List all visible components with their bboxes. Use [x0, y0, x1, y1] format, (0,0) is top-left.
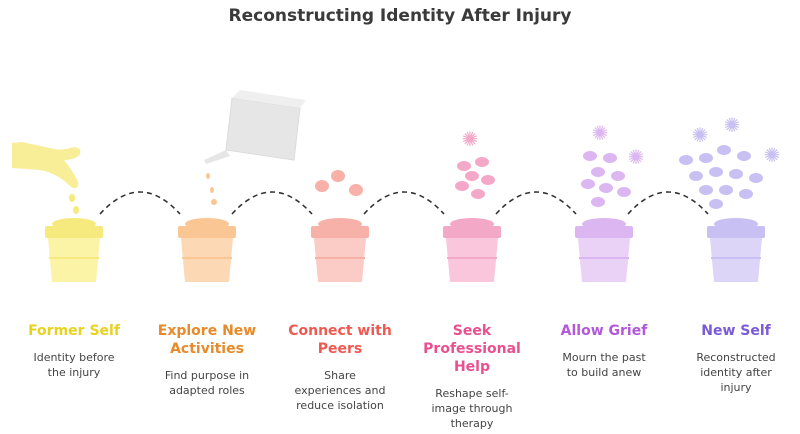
- pot-rim: [178, 226, 236, 238]
- stage-heading: Former Self: [28, 323, 120, 339]
- pot-body: [710, 238, 762, 282]
- pot-body: [181, 238, 233, 282]
- stage-description: Find purpose in adapted roles: [164, 369, 250, 397]
- pot-body: [48, 238, 100, 282]
- svg-text:✺: ✺: [462, 127, 479, 151]
- pot-5: [575, 218, 633, 282]
- pot-rim: [45, 226, 103, 238]
- watering-can-icon: [204, 90, 306, 205]
- pot-body: [446, 238, 498, 282]
- diagram-title: Reconstructing Identity After Injury: [228, 6, 572, 26]
- connector-arcs: [99, 191, 709, 215]
- stage-description: Share experiences and reduce isolation: [294, 369, 386, 412]
- pot-body: [314, 238, 366, 282]
- stage-description: Reconstructed identity after injury: [696, 351, 776, 394]
- svg-text:✺: ✺: [724, 113, 741, 137]
- stage-heading: Explore New Activities: [157, 323, 257, 357]
- pot-6: [707, 218, 765, 282]
- pot-2: [178, 218, 236, 282]
- svg-text:✺: ✺: [764, 143, 781, 167]
- pot-rim: [311, 226, 369, 238]
- pot-body: [578, 238, 630, 282]
- seeds-icon: [315, 170, 363, 196]
- stage-description: Identity before the injury: [33, 351, 115, 379]
- pot-4: [443, 218, 501, 282]
- stage-heading: New Self: [701, 323, 771, 339]
- svg-text:✺: ✺: [692, 123, 709, 147]
- svg-text:✺: ✺: [628, 145, 645, 169]
- pot-rim: [575, 226, 633, 238]
- pot-rim: [707, 226, 765, 238]
- stage-heading: Connect with Peers: [288, 323, 392, 357]
- svg-text:✺: ✺: [592, 121, 609, 145]
- stage-description: Mourn the past to build anew: [562, 351, 646, 379]
- stage-heading: Allow Grief: [560, 323, 648, 339]
- stage-description: Reshape self-image through therapy: [431, 387, 513, 430]
- pot-3: [311, 218, 369, 282]
- hand-icon: [12, 142, 81, 225]
- grief-flowers-icon: ✺ ✺: [581, 121, 644, 207]
- stage-heading: Seek Professional Help: [423, 323, 521, 375]
- seeds-flower-icon: ✺: [455, 127, 495, 199]
- new-self-flowers-icon: ✺ ✺ ✺: [679, 113, 780, 209]
- pot-1: [45, 218, 103, 282]
- diagram-illustration: ✺ ✺ ✺ ✺ ✺ ✺: [12, 90, 780, 282]
- pot-rim: [443, 226, 501, 238]
